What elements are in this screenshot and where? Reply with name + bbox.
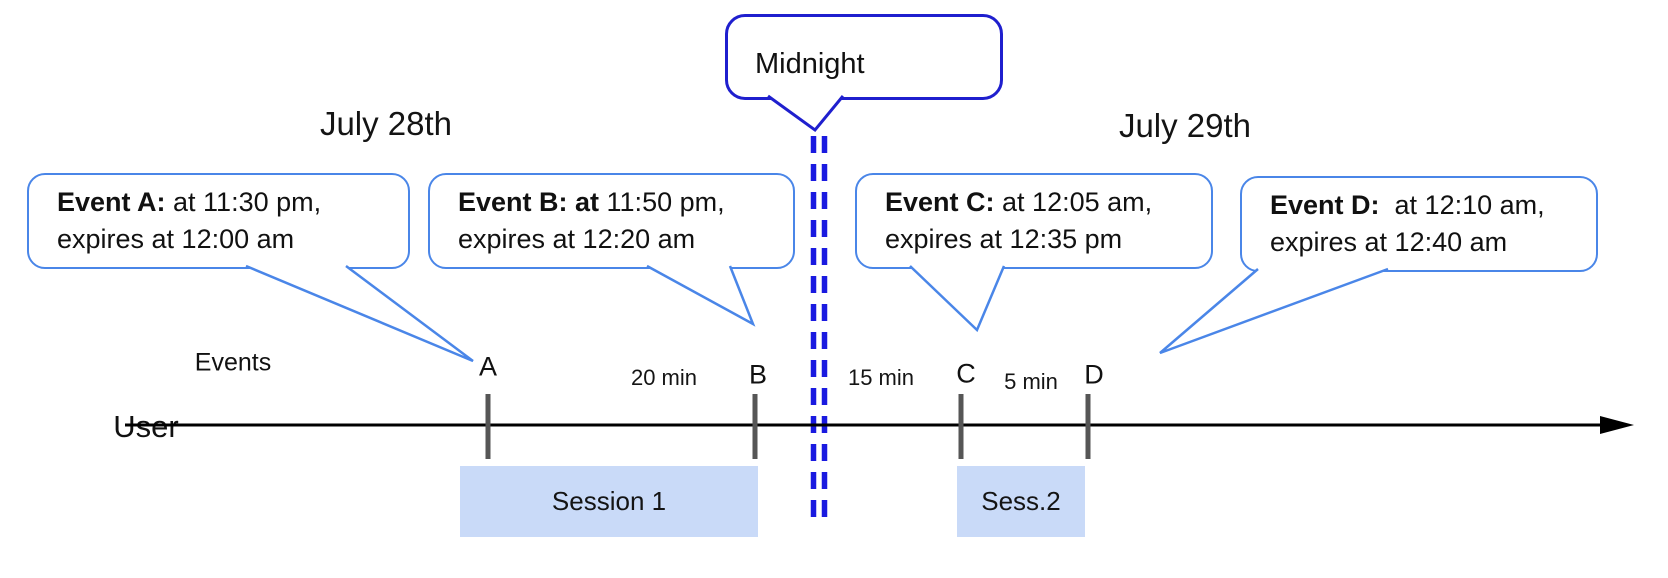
timeline-arrowhead-icon [1600, 416, 1634, 434]
interval-label-5min: 5 min [1004, 369, 1058, 394]
date-label-july-29: July 29th [1118, 107, 1252, 144]
date-label-july-28: July 28th [319, 105, 453, 142]
midnight-callout: Midnight [725, 14, 1003, 100]
session-2-box: Sess.2 [957, 466, 1085, 537]
user-row-label: User [113, 409, 179, 444]
session-2-label: Sess.2 [981, 486, 1061, 516]
event-d-callout: Event D: at 12:10 am, expires at 12:40 a… [1240, 176, 1598, 272]
interval-label-15min: 15 min [847, 365, 915, 390]
event-c-time: at 12:05 am, [994, 187, 1153, 217]
interval-label-20min: 20 min [630, 365, 698, 390]
event-d-callout-tail [1159, 267, 1389, 355]
session-1-label: Session 1 [551, 486, 667, 516]
event-c-callout: Event C: at 12:05 am, expires at 12:35 p… [855, 173, 1213, 269]
event-d-line2: expires at 12:40 am [1270, 227, 1508, 257]
tick-label-c: C [956, 358, 976, 389]
midnight-label: Midnight [755, 47, 865, 80]
tick-label-b: B [748, 359, 768, 390]
event-a-line2: expires at 12:00 am [57, 224, 295, 254]
event-c-line2: expires at 12:35 pm [885, 224, 1123, 254]
event-a-time: at 11:30 pm, [165, 187, 322, 217]
event-b-time: 11:50 pm, [599, 187, 725, 217]
events-row-label: Events [194, 348, 272, 377]
midnight-callout-tail [767, 94, 845, 133]
event-a-name: Event A: [57, 187, 166, 217]
event-b-line1: Event B: at 11:50 pm, [458, 184, 783, 221]
event-c-line1: Event C: at 12:05 am, [885, 184, 1201, 221]
event-b-callout: Event B: at 11:50 pm, expires at 12:20 a… [428, 173, 795, 269]
event-a-line1: Event A: at 11:30 pm, [57, 184, 398, 221]
event-a-callout: Event A: at 11:30 pm, expires at 12:00 a… [27, 173, 410, 269]
event-c-callout-tail [909, 265, 1006, 333]
event-b-name: Event B: at [458, 187, 600, 217]
event-c-name: Event C: [885, 187, 995, 217]
event-a-callout-tail [245, 264, 474, 363]
session-1-box: Session 1 [460, 466, 758, 537]
event-b-callout-tail [646, 264, 756, 327]
event-d-name: Event D: [1270, 190, 1380, 220]
event-d-line1: Event D: at 12:10 am, [1270, 187, 1586, 224]
event-d-time: at 12:10 am, [1379, 190, 1545, 220]
event-b-line2: expires at 12:20 am [458, 224, 696, 254]
tick-label-d: D [1084, 359, 1104, 390]
midnight-divider-line [810, 136, 828, 524]
tick-label-a: A [478, 351, 498, 382]
